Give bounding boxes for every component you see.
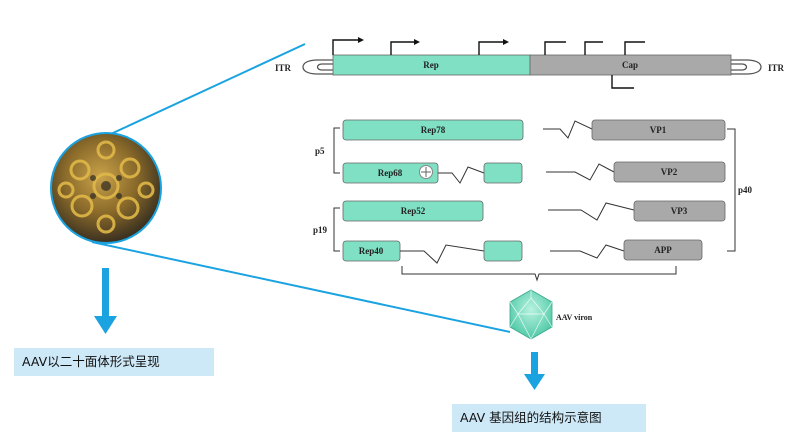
- caption-genome: AAV 基因组的结构示意图: [452, 404, 646, 432]
- rep68-label: Rep68: [378, 168, 403, 178]
- app-bar: [623, 239, 703, 261]
- arrowheads-icon: [358, 37, 509, 45]
- rep40-exon2-bar: [483, 240, 523, 262]
- vp3-bar: [633, 200, 726, 222]
- rep40-splice-line: [400, 244, 485, 264]
- move-cursor-icon: [419, 165, 433, 179]
- itr-left-hairpin: [302, 59, 333, 75]
- p40-bracket: [727, 128, 736, 252]
- virion-label: AAV viron: [556, 313, 593, 322]
- p5-bracket: [333, 127, 340, 174]
- aav-capsid-image: [50, 132, 162, 244]
- rep52-bar: [342, 200, 484, 222]
- cap-gene-bar: [529, 54, 732, 76]
- rep-gene-label: Rep: [423, 60, 439, 70]
- caption-capsid: AAV以二十面体形式呈现: [14, 348, 214, 376]
- itr-left-label: ITR: [275, 63, 292, 73]
- aav-virion-icon: [509, 289, 553, 340]
- rep68-splice-line: [438, 166, 485, 184]
- vp3-splice-line: [548, 202, 635, 221]
- vp1-bar: [591, 119, 726, 141]
- itr-right-label: ITR: [768, 63, 785, 73]
- p40-label: p40: [738, 185, 753, 195]
- rep68-exon2-bar: [483, 162, 523, 184]
- vp3-label: VP3: [671, 206, 688, 216]
- app-label: APP: [654, 245, 672, 255]
- vp1-label: VP1: [650, 125, 667, 135]
- app-splice-line: [550, 244, 625, 259]
- products-bracket: [401, 266, 677, 282]
- zoom-line-bottom: [91, 241, 511, 333]
- arrow-down-right-icon: [524, 352, 545, 390]
- vp1-splice-line: [543, 120, 593, 139]
- rep52-label: Rep52: [401, 206, 426, 216]
- vp2-label: VP2: [661, 167, 678, 177]
- rep78-label: Rep78: [421, 125, 446, 135]
- rep40-label: Rep40: [359, 246, 384, 256]
- p19-label: p19: [313, 225, 328, 235]
- vp2-bar: [613, 161, 726, 183]
- rep78-bar: [342, 119, 524, 141]
- p19-bracket: [333, 207, 340, 252]
- vp2-splice-line: [546, 163, 615, 181]
- arrow-down-left-icon: [94, 268, 117, 334]
- cap-gene-label: Cap: [622, 60, 638, 70]
- p5-label: p5: [315, 146, 325, 156]
- itr-right-hairpin: [731, 59, 762, 75]
- transcription-start-arrows: [332, 39, 645, 89]
